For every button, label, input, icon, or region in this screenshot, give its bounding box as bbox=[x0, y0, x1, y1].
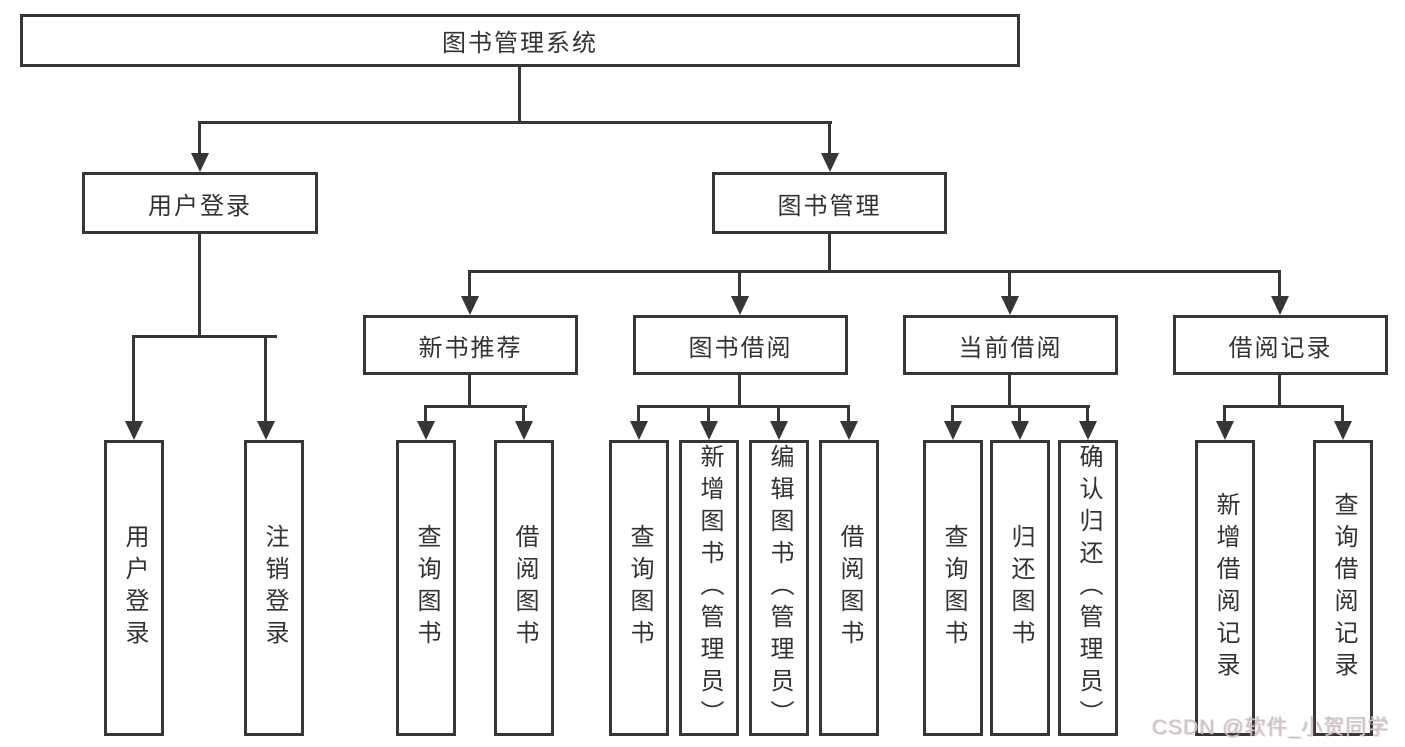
leaf-add-books-admin: 新增图书（管理员） bbox=[679, 440, 739, 736]
connector-stem-leaf bbox=[522, 405, 525, 423]
arrow-down-icon bbox=[630, 421, 648, 440]
node-new-book-recommend: 新书推荐 bbox=[363, 315, 578, 375]
arrow-down-icon bbox=[731, 296, 749, 315]
connector-stem-new-book-recommend bbox=[468, 270, 471, 298]
connector-borrow-records-trunk bbox=[1278, 373, 1281, 408]
connector-user-login-trunk bbox=[198, 233, 201, 338]
arrow-down-icon bbox=[1011, 421, 1029, 440]
leaf-query-books-current: 查询图书 bbox=[923, 440, 983, 736]
connector-level2-branch bbox=[198, 121, 832, 124]
connector-borrow-records-branch bbox=[1223, 405, 1344, 408]
arrow-down-icon bbox=[770, 421, 788, 440]
arrow-down-icon bbox=[515, 421, 533, 440]
connector-stem-current-borrow bbox=[1008, 270, 1011, 298]
arrow-down-icon bbox=[191, 153, 209, 172]
leaf-query-books-borrow: 查询图书 bbox=[609, 440, 669, 736]
arrow-down-icon bbox=[1079, 421, 1097, 440]
connector-book-management-trunk bbox=[828, 233, 831, 273]
csdn-watermark: CSDN @软件_小贺同学 bbox=[1152, 716, 1390, 739]
arrow-down-icon bbox=[1001, 296, 1019, 315]
leaf-logout: 注销登录 bbox=[244, 440, 304, 736]
node-current-borrow: 当前借阅 bbox=[903, 315, 1118, 375]
connector-stem-book-borrow bbox=[738, 270, 741, 298]
connector-stem-leaf bbox=[1018, 405, 1021, 423]
arrow-down-icon bbox=[1334, 421, 1352, 440]
connector-new-book-recommend-branch bbox=[424, 405, 527, 408]
connector-stem-leaf bbox=[707, 405, 710, 423]
arrow-down-icon bbox=[944, 421, 962, 440]
connector-current-borrow-trunk bbox=[1008, 373, 1011, 408]
connector-stem-book-management bbox=[828, 121, 831, 155]
arrow-down-icon bbox=[1216, 421, 1234, 440]
connector-stem-leaf bbox=[951, 405, 954, 423]
node-book-management: 图书管理 bbox=[712, 172, 947, 234]
arrow-down-icon bbox=[1271, 296, 1289, 315]
node-book-borrow: 图书借阅 bbox=[633, 315, 848, 375]
node-library-management-system: 图书管理系统 bbox=[20, 14, 1020, 67]
leaf-edit-books-admin: 编辑图书（管理员） bbox=[749, 440, 809, 736]
node-user-login: 用户登录 bbox=[82, 172, 318, 234]
arrow-down-icon bbox=[840, 421, 858, 440]
connector-stem-leaf-user-login bbox=[132, 335, 135, 423]
node-borrow-records: 借阅记录 bbox=[1173, 315, 1388, 375]
connector-stem-leaf bbox=[424, 405, 427, 423]
arrow-down-icon bbox=[125, 421, 143, 440]
leaf-query-books-recommend: 查询图书 bbox=[396, 440, 456, 736]
arrow-down-icon bbox=[417, 421, 435, 440]
leaf-user-login: 用户登录 bbox=[104, 440, 164, 736]
connector-stem-leaf bbox=[637, 405, 640, 423]
connector-book-borrow-branch bbox=[637, 405, 850, 408]
arrow-down-icon bbox=[700, 421, 718, 440]
arrow-down-icon bbox=[257, 421, 275, 440]
connector-stem-leaf bbox=[777, 405, 780, 423]
leaf-borrow-books: 借阅图书 bbox=[819, 440, 879, 736]
connector-new-book-recommend-trunk bbox=[468, 373, 471, 408]
connector-stem-leaf bbox=[1086, 405, 1089, 423]
connector-stem-leaf bbox=[1341, 405, 1344, 423]
connector-level3-branch bbox=[468, 270, 1281, 273]
leaf-add-borrow-record: 新增借阅记录 bbox=[1195, 440, 1255, 736]
connector-root-trunk bbox=[518, 66, 521, 123]
leaf-query-borrow-record: 查询借阅记录 bbox=[1313, 440, 1373, 736]
connector-stem-user-login bbox=[198, 121, 201, 155]
arrow-down-icon bbox=[821, 153, 839, 172]
connector-stem-leaf-logout bbox=[264, 335, 267, 423]
connector-user-login-branch bbox=[132, 335, 277, 338]
leaf-confirm-return-admin: 确认归还（管理员） bbox=[1058, 440, 1118, 736]
connector-book-borrow-trunk bbox=[738, 373, 741, 408]
leaf-return-books: 归还图书 bbox=[990, 440, 1050, 736]
leaf-borrow-books-recommend: 借阅图书 bbox=[494, 440, 554, 736]
connector-stem-leaf bbox=[1223, 405, 1226, 423]
connector-stem-leaf bbox=[847, 405, 850, 423]
arrow-down-icon bbox=[461, 296, 479, 315]
connector-stem-borrow-records bbox=[1278, 270, 1281, 298]
